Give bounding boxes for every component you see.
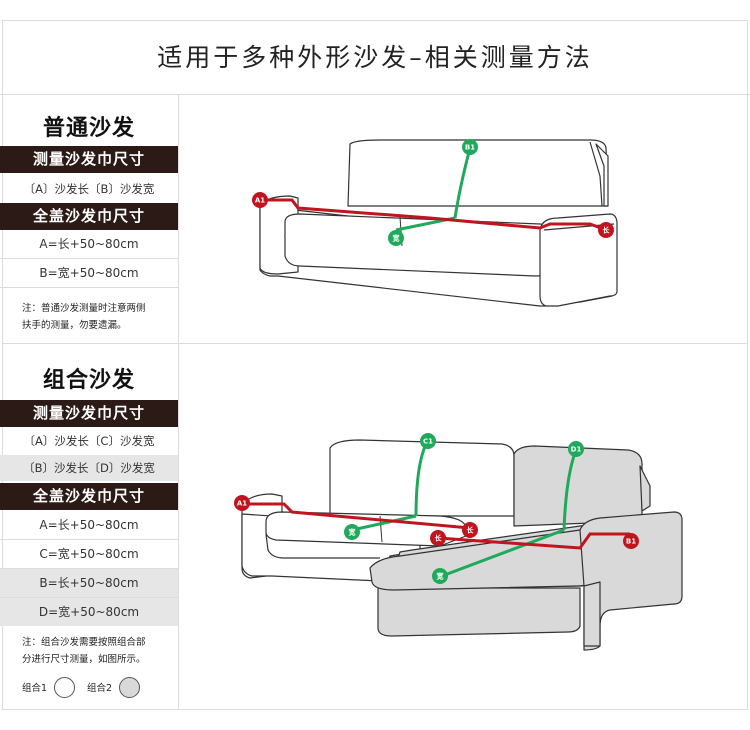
- note-line: 扶手的测量，勿要遗漏。: [22, 320, 127, 331]
- width-marker: 宽: [388, 230, 404, 246]
- length2-marker: 长: [430, 530, 446, 546]
- measure-row: 〔A〕沙发长〔B〕沙发宽: [23, 182, 155, 196]
- svg-text:宽: 宽: [436, 572, 444, 581]
- width2-marker: 宽: [432, 568, 448, 584]
- content-frame: [2, 20, 748, 710]
- legend-swatch-white: [54, 676, 76, 698]
- page-title: 适用于多种外形沙发–相关测量方法: [0, 22, 750, 95]
- width1-measure-line: [351, 514, 417, 532]
- row-divider: [0, 568, 178, 569]
- length1-marker: 长: [462, 522, 478, 538]
- note-line: 分进行尺寸测量，如图所示。: [22, 654, 146, 665]
- c1-measure-line: [414, 443, 428, 517]
- chaise-arm-front: [583, 581, 601, 647]
- b1-measure-line: [453, 147, 472, 219]
- a1-measure-line: [262, 198, 607, 232]
- note-line: 注：普通沙发测量时注意两侧: [22, 303, 146, 314]
- row-divider: [0, 287, 178, 288]
- sofa-back-wing: [595, 143, 609, 207]
- cover-size-header: 全盖沙发巾尺寸: [0, 483, 178, 510]
- row-divider: [0, 597, 178, 598]
- measure-row-2: 〔B〕沙发长〔D〕沙发宽: [0, 455, 178, 481]
- b1-marker: B1: [623, 533, 639, 549]
- svg-text:宽: 宽: [392, 234, 400, 243]
- formula-d: D=宽+50~80cm: [0, 598, 178, 626]
- section-divider: [2, 343, 748, 344]
- row-divider: [0, 539, 178, 540]
- measure-row-1: 〔A〕沙发长〔C〕沙发宽: [23, 434, 155, 448]
- sofa-back: [347, 139, 609, 207]
- a1-marker: A1: [234, 495, 250, 511]
- regular-sofa-title: 普通沙发: [42, 116, 135, 141]
- d1-marker: D1: [568, 441, 584, 457]
- right-arm: [539, 213, 618, 307]
- b1-marker: B1: [462, 139, 478, 155]
- seat-cushion: [265, 511, 467, 547]
- regular-sofa-note: 注：普通沙发测量时注意两侧 扶手的测量，勿要遗漏。: [22, 300, 172, 334]
- sectional-sofa-title: 组合沙发: [42, 368, 135, 393]
- svg-text:A1: A1: [255, 197, 265, 205]
- chaise-back: [513, 445, 643, 527]
- seat-front: [265, 533, 380, 559]
- note-line: 注：组合沙发需要按照组合部: [22, 637, 146, 648]
- svg-text:长: 长: [603, 226, 611, 235]
- sofa-back-right: [589, 141, 603, 207]
- svg-text:B1: B1: [626, 538, 636, 546]
- regular-sofa-diagram: A1 B1 宽 长: [252, 139, 618, 307]
- formula-b: B=长+50~80cm: [0, 569, 178, 597]
- sectional-sofa-note: 注：组合沙发需要按照组合部 分进行尺寸测量，如图所示。: [22, 634, 172, 668]
- svg-text:D1: D1: [571, 446, 582, 454]
- c1-marker: C1: [420, 433, 436, 449]
- legend-label-2: 组合2: [87, 683, 113, 694]
- svg-text:A1: A1: [237, 500, 247, 508]
- a1-marker: A1: [252, 192, 268, 208]
- formula-c: C=宽+50~80cm: [39, 547, 139, 561]
- width1-marker: 宽: [344, 524, 360, 540]
- length2-measure-line: [437, 532, 630, 550]
- column-divider: [178, 94, 179, 710]
- formula-a: A=长+50~80cm: [39, 237, 139, 251]
- svg-text:B1: B1: [465, 144, 475, 152]
- measure-size-header: 测量沙发巾尺寸: [0, 146, 178, 173]
- measure-size-header: 测量沙发巾尺寸: [0, 400, 178, 427]
- legend-swatch-gray: [119, 676, 141, 698]
- formula-b: B=宽+50~80cm: [39, 266, 139, 280]
- sectional-sofa-diagram: A1 C1 D1 宽 长 长 B1 宽: [234, 433, 683, 651]
- svg-text:长: 长: [467, 526, 475, 535]
- formula-a: A=长+50~80cm: [39, 518, 139, 532]
- row-divider: [0, 258, 178, 259]
- length-marker: 长: [598, 222, 614, 238]
- chaise-arm: [579, 511, 683, 651]
- svg-text:C1: C1: [423, 438, 433, 446]
- legend-label-1: 组合1: [22, 683, 48, 694]
- width2-measure-line: [441, 528, 565, 578]
- cover-size-header: 全盖沙发巾尺寸: [0, 203, 178, 230]
- a1-measure-line: [244, 502, 471, 530]
- svg-text:长: 长: [435, 534, 443, 543]
- svg-text:宽: 宽: [348, 528, 356, 537]
- chaise-back-wing: [639, 465, 651, 512]
- combination-legend: 组合1 组合2: [22, 676, 152, 698]
